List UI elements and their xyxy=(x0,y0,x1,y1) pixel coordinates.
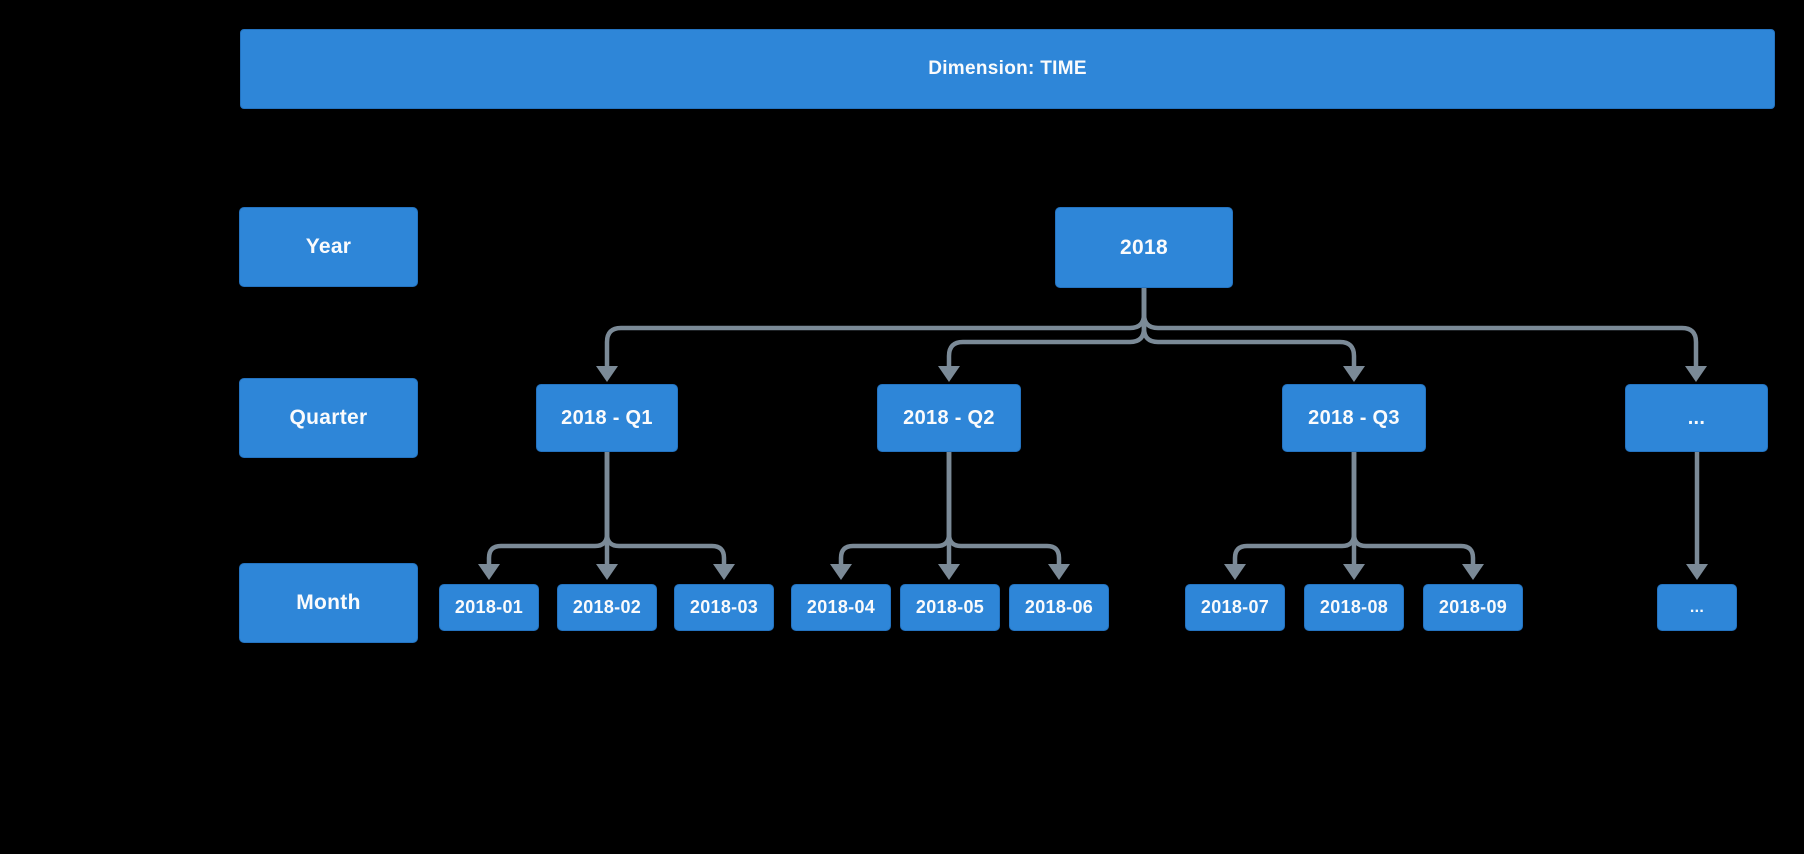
arrowhead-icon xyxy=(1343,564,1365,580)
row-label-year-text: Year xyxy=(305,235,352,258)
dimension-banner: Dimension: TIME xyxy=(240,29,1775,109)
node-quarter-q1-text: 2018 - Q1 xyxy=(561,406,653,429)
row-label-year: Year xyxy=(239,207,418,287)
node-month-2018-04: 2018-04 xyxy=(791,584,891,631)
arrowhead-icon xyxy=(938,564,960,580)
node-month-2018-04-text: 2018-04 xyxy=(806,597,876,617)
node-month-2018-09-text: 2018-09 xyxy=(1438,597,1508,617)
node-quarter-q1: 2018 - Q1 xyxy=(536,384,678,452)
node-quarter-q3-text: 2018 - Q3 xyxy=(1308,406,1400,429)
node-quarter-ellipsis-text: ... xyxy=(1687,406,1706,429)
node-month-2018-06: 2018-06 xyxy=(1009,584,1109,631)
node-month-2018-01: 2018-01 xyxy=(439,584,539,631)
node-month-2018-08-text: 2018-08 xyxy=(1319,597,1389,617)
arrowhead-icon xyxy=(1685,366,1707,382)
node-month-2018-03-text: 2018-03 xyxy=(689,597,759,617)
node-year-2018: 2018 xyxy=(1055,207,1233,288)
node-month-2018-07: 2018-07 xyxy=(1185,584,1285,631)
node-month-2018-09: 2018-09 xyxy=(1423,584,1523,631)
arrowhead-icon xyxy=(1224,564,1246,580)
node-month-2018-05-text: 2018-05 xyxy=(915,597,985,617)
row-label-month-text: Month xyxy=(296,591,361,614)
arrowhead-icon xyxy=(713,564,735,580)
node-month-2018-07-text: 2018-07 xyxy=(1200,597,1270,617)
dimension-banner-title: Dimension: TIME xyxy=(928,58,1087,79)
node-month-2018-01-text: 2018-01 xyxy=(454,597,524,617)
node-quarter-q2-text: 2018 - Q2 xyxy=(903,406,995,429)
node-month-2018-06-text: 2018-06 xyxy=(1024,597,1094,617)
arrowhead-icon xyxy=(1343,366,1365,382)
row-label-quarter: Quarter xyxy=(239,378,418,458)
node-quarter-q3: 2018 - Q3 xyxy=(1282,384,1426,452)
arrowhead-icon xyxy=(596,564,618,580)
arrowhead-icon xyxy=(478,564,500,580)
quarter-to-month-connectors xyxy=(478,452,1708,580)
node-quarter-q2: 2018 - Q2 xyxy=(877,384,1021,452)
node-month-2018-02: 2018-02 xyxy=(557,584,657,631)
arrowhead-icon xyxy=(596,366,618,382)
row-label-quarter-text: Quarter xyxy=(289,406,368,429)
node-month-ellipsis: ... xyxy=(1657,584,1737,631)
row-label-month: Month xyxy=(239,563,418,643)
arrowhead-icon xyxy=(1462,564,1484,580)
arrowhead-icon xyxy=(1686,564,1708,580)
node-quarter-ellipsis: ... xyxy=(1625,384,1768,452)
node-month-2018-05: 2018-05 xyxy=(900,584,1000,631)
node-month-2018-08: 2018-08 xyxy=(1304,584,1404,631)
node-month-2018-03: 2018-03 xyxy=(674,584,774,631)
year-to-quarter-connectors xyxy=(596,288,1707,382)
node-year-2018-text: 2018 xyxy=(1120,235,1168,259)
arrowhead-icon xyxy=(830,564,852,580)
arrowhead-icon xyxy=(1048,564,1070,580)
node-month-2018-02-text: 2018-02 xyxy=(572,597,642,617)
node-month-ellipsis-text: ... xyxy=(1689,598,1705,616)
arrowhead-icon xyxy=(938,366,960,382)
